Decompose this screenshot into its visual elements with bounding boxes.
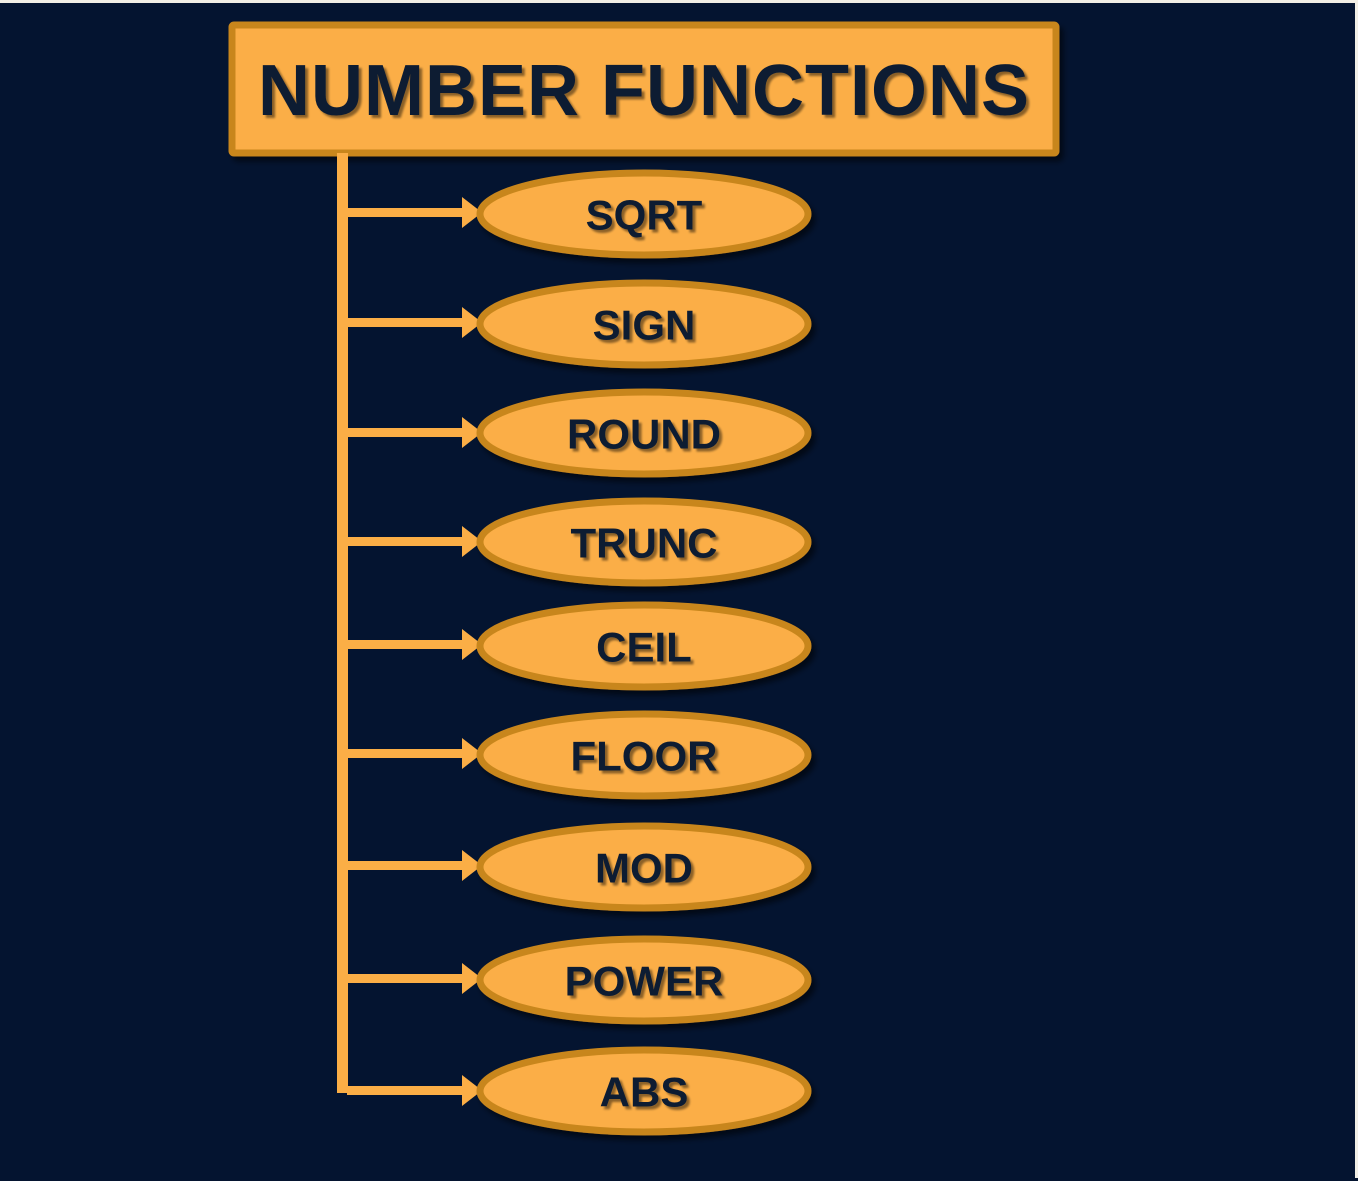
node-label-mod: MOD (595, 845, 693, 892)
node-mod[interactable]: MOD (476, 822, 812, 912)
node-ellipse-ceil[interactable] (476, 601, 812, 691)
node-ellipse-mod[interactable] (476, 822, 812, 912)
title-box-rect (228, 21, 1060, 157)
node-label-power: POWER (565, 958, 724, 1005)
branch-arrowhead-3 (462, 417, 482, 448)
node-trunc[interactable]: TRUNC (476, 497, 812, 587)
branch-connector-5 (347, 629, 482, 660)
branch-connector-2 (347, 307, 482, 338)
node-label-sqrt: SQRT (586, 192, 703, 239)
number-functions-diagram: NUMBER FUNCTIONS SQRT SIGN ROUND (228, 21, 1060, 1136)
branch-connector-4 (347, 526, 482, 557)
branch-arrowhead-4 (462, 526, 482, 557)
branch-connector-3 (347, 417, 482, 448)
node-ellipse-round[interactable] (476, 388, 812, 478)
node-label-trunc: TRUNC (571, 520, 718, 567)
node-label-floor: FLOOR (571, 733, 718, 780)
trunk-connector-line (337, 153, 348, 1093)
branch-shaft-4 (347, 537, 464, 546)
branch-arrowhead-8 (462, 963, 482, 994)
branch-arrowhead-9 (462, 1075, 482, 1106)
node-label-round: ROUND (567, 411, 721, 458)
title-text: NUMBER FUNCTIONS (258, 51, 1030, 131)
branch-shaft-9 (347, 1086, 464, 1095)
node-ellipse-sign[interactable] (476, 279, 812, 369)
node-abs[interactable]: ABS (476, 1046, 812, 1136)
node-ellipse-trunc[interactable] (476, 497, 812, 587)
branch-shaft-2 (347, 318, 464, 327)
title-box (228, 21, 1060, 157)
branch-connector-7 (347, 850, 482, 881)
branch-arrowhead-1 (462, 197, 482, 228)
branch-shaft-5 (347, 640, 464, 649)
node-ellipse-abs[interactable] (476, 1046, 812, 1136)
branch-shaft-3 (347, 428, 464, 437)
node-ceil[interactable]: CEIL (476, 601, 812, 691)
node-label-abs: ABS (600, 1069, 689, 1116)
branch-arrowhead-6 (462, 738, 482, 769)
node-power[interactable]: POWER (476, 935, 812, 1025)
branch-arrowhead-2 (462, 307, 482, 338)
branch-shaft-1 (347, 208, 464, 217)
branch-connector-8 (347, 963, 482, 994)
branch-connector-6 (347, 738, 482, 769)
branch-connector-9 (347, 1075, 482, 1106)
node-round[interactable]: ROUND (476, 388, 812, 478)
branch-shaft-8 (347, 974, 464, 983)
node-ellipse-sqrt[interactable] (476, 169, 812, 259)
branch-shaft-7 (347, 861, 464, 870)
node-sign[interactable]: SIGN (476, 279, 812, 369)
node-ellipse-power[interactable] (476, 935, 812, 1025)
branch-arrowhead-5 (462, 629, 482, 660)
node-ellipse-floor[interactable] (476, 710, 812, 800)
branch-connector-1 (347, 197, 482, 228)
node-sqrt[interactable]: SQRT (476, 169, 812, 259)
node-floor[interactable]: FLOOR (476, 710, 812, 800)
branch-shaft-6 (347, 749, 464, 758)
node-label-sign: SIGN (593, 302, 696, 349)
branch-arrowhead-7 (462, 850, 482, 881)
node-label-ceil: CEIL (596, 624, 692, 671)
